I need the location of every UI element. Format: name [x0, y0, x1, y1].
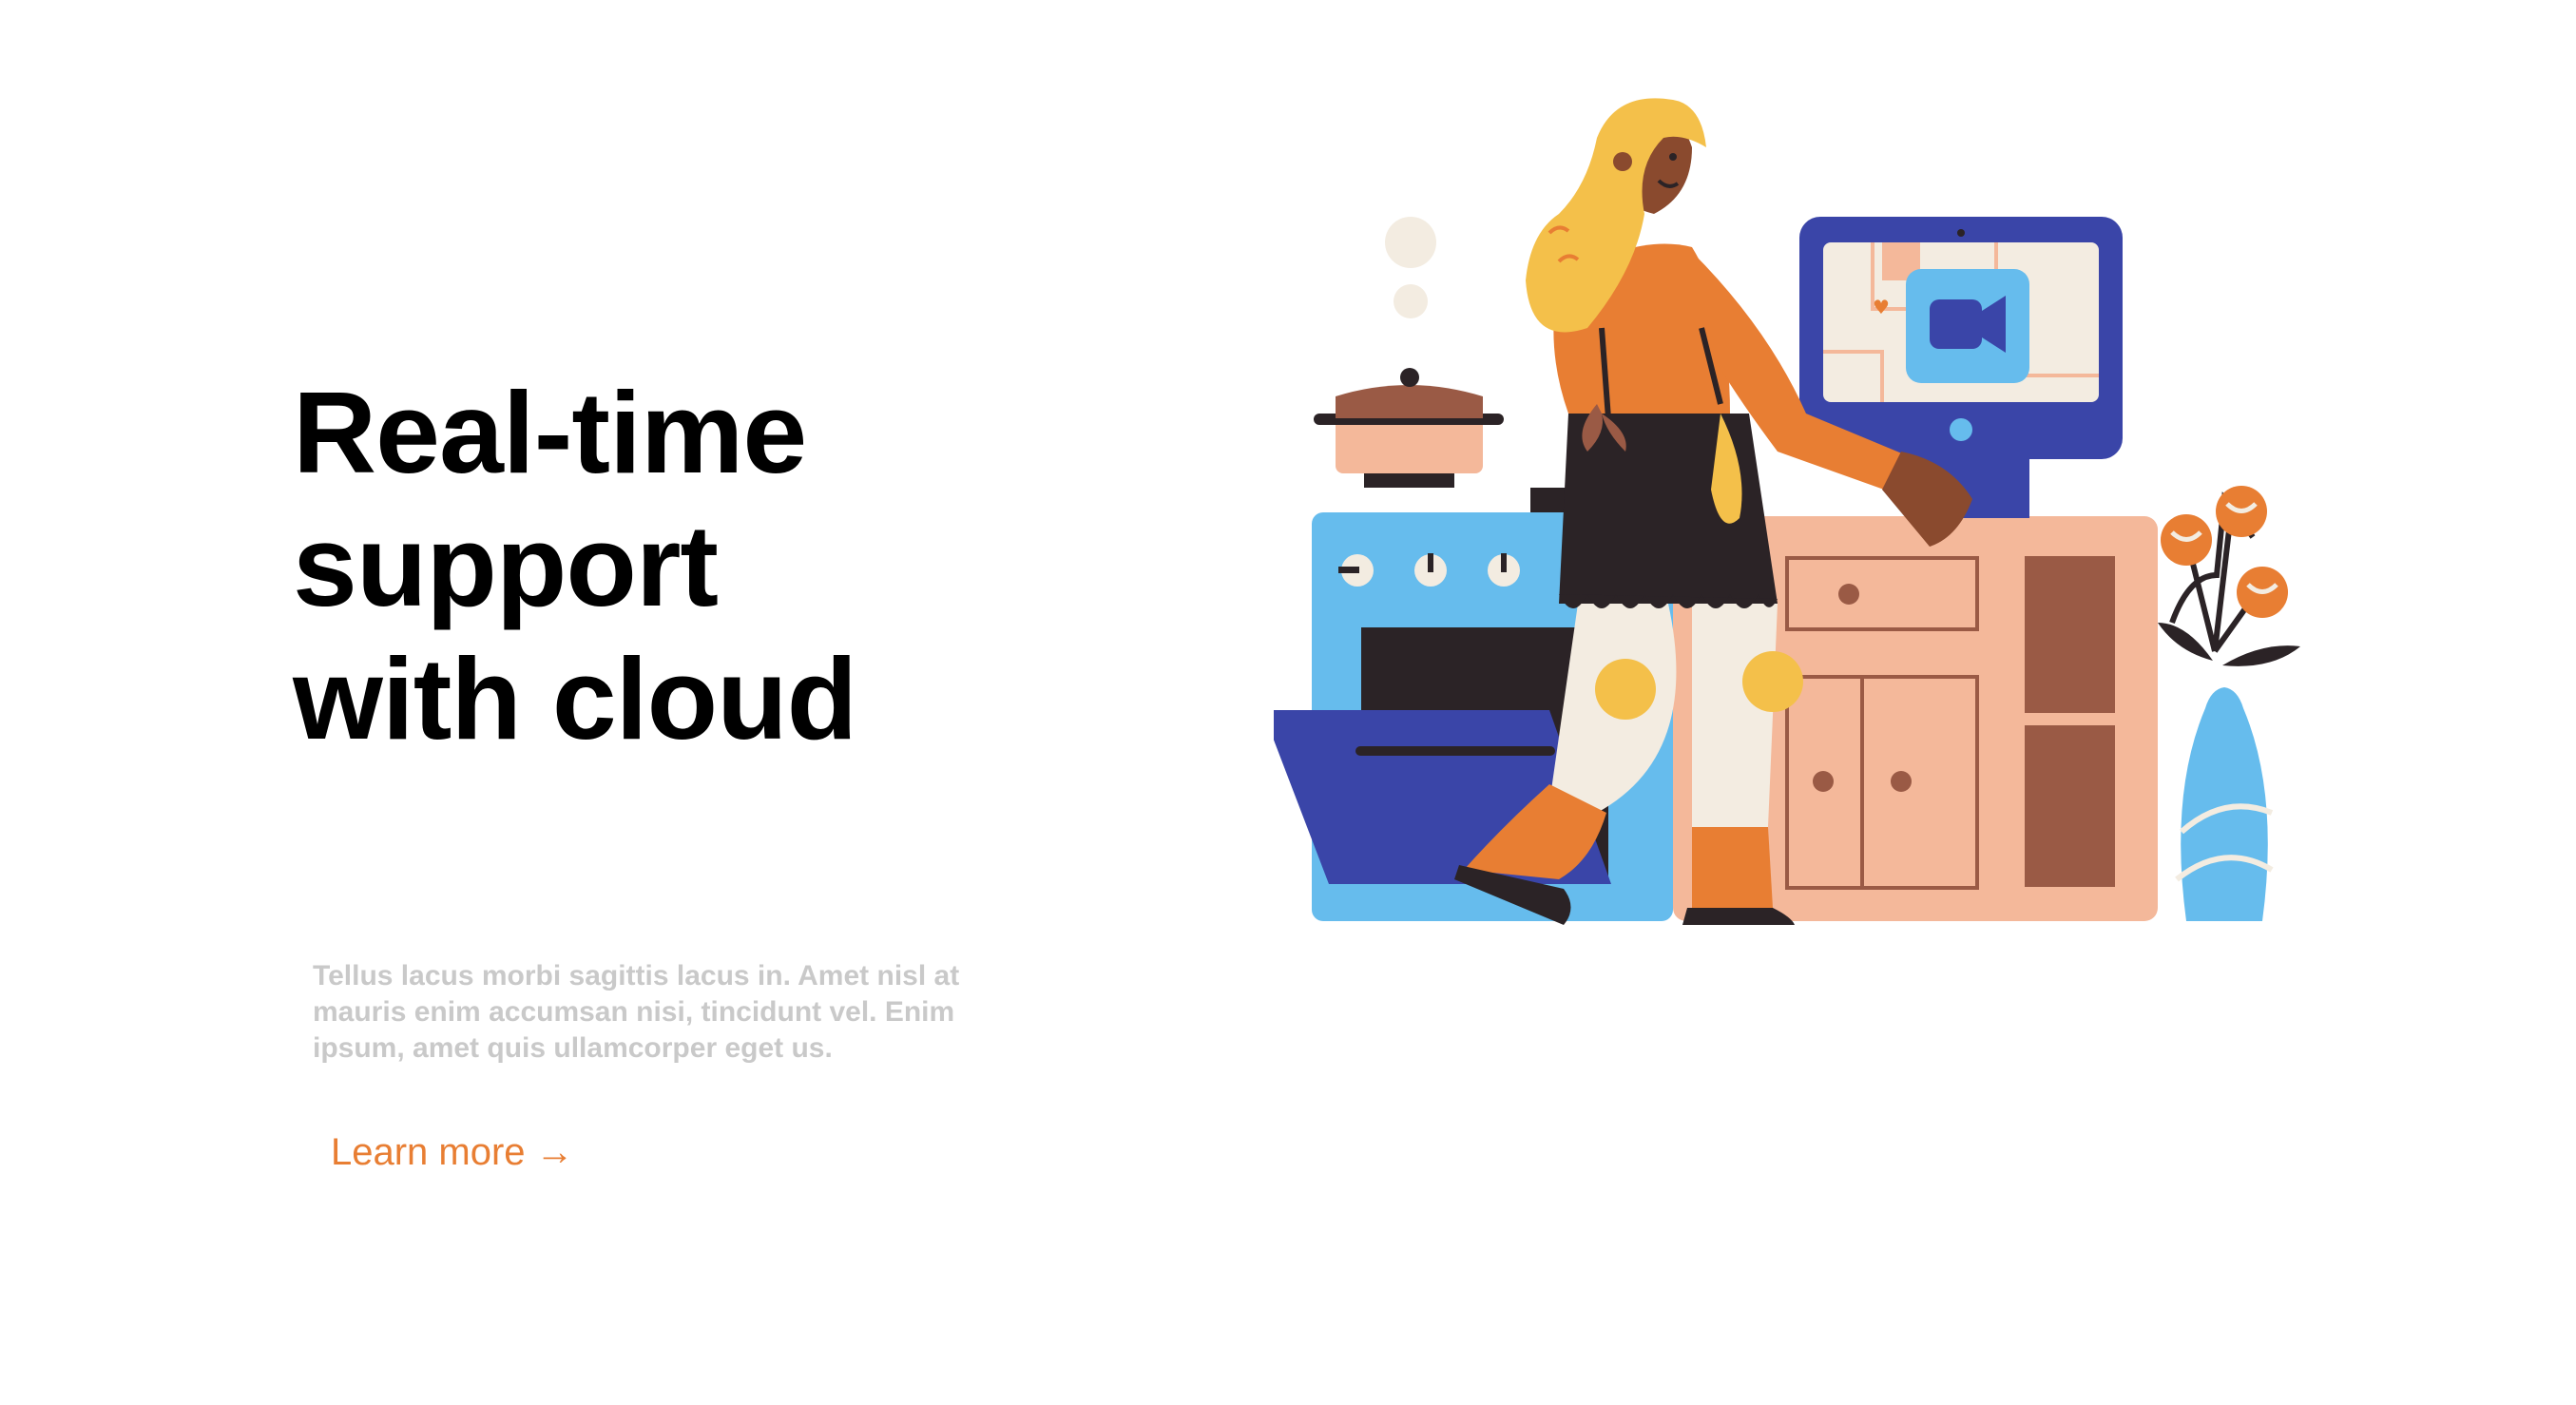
woman-figure-icon — [1454, 98, 1972, 925]
steam-bubble-large — [1385, 217, 1436, 268]
kitchen-illustration: ♥ — [1274, 98, 2300, 925]
kitchen-cabinet-icon — [1673, 516, 2158, 921]
hero-title-line-2: support — [293, 501, 719, 630]
hero-title-line-1: Real-time — [293, 368, 807, 497]
hero-title-line-3: with cloud — [293, 634, 857, 763]
svg-text:♥: ♥ — [1873, 296, 1890, 318]
hero-description: Tellus lacus morbi sagittis lacus in. Am… — [313, 960, 960, 1064]
monitor-icon: ♥ — [1799, 217, 2123, 518]
hero-title: Real-time support with cloud — [293, 366, 1148, 765]
learn-more-link[interactable]: Learn more → — [331, 1131, 574, 1173]
steam-bubble-small — [1394, 284, 1428, 318]
flower-vase-icon — [2158, 486, 2300, 921]
cooking-pot-icon — [1314, 368, 1504, 488]
